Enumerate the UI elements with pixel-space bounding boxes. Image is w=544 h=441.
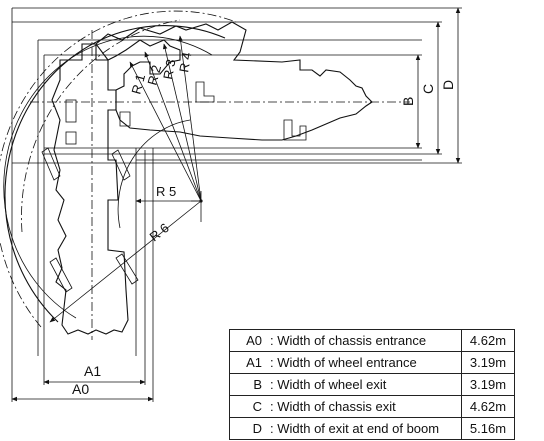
row-description: : Width of exit at end of boom xyxy=(264,417,462,440)
row-code: A1 xyxy=(229,351,264,374)
label-c: C xyxy=(420,84,436,94)
dimension-lines xyxy=(11,7,461,402)
label-r1: R 1 xyxy=(128,72,148,95)
row-value: 3.19m xyxy=(461,351,515,374)
table-row: D : Width of exit at end of boom 5.16m xyxy=(229,417,515,440)
row-value: 4.62m xyxy=(461,395,515,418)
row-value: 5.16m xyxy=(461,417,515,440)
dimension-table: A0 : Width of chassis entrance 4.62m A1 … xyxy=(229,329,515,440)
label-a1: A1 xyxy=(84,363,101,379)
label-a0: A0 xyxy=(72,381,89,397)
corridor-guide-lines xyxy=(11,7,462,402)
row-description: : Width of chassis exit xyxy=(264,395,462,418)
label-r5: R 5 xyxy=(156,184,176,199)
row-code: C xyxy=(229,395,264,418)
row-code: B xyxy=(229,373,264,396)
crane-chassis-entrance xyxy=(41,43,139,335)
row-description: : Width of wheel exit xyxy=(264,373,462,396)
row-description: : Width of wheel entrance xyxy=(264,351,462,374)
label-r3: R 3 xyxy=(160,58,178,81)
row-value: 3.19m xyxy=(461,373,515,396)
table-row: C : Width of chassis exit 4.62m xyxy=(229,395,515,418)
row-description: : Width of chassis entrance xyxy=(264,329,462,352)
label-d: D xyxy=(440,80,456,90)
pivot-point xyxy=(199,199,203,203)
table-row: B : Width of wheel exit 3.19m xyxy=(229,373,515,396)
label-r4: R 4 xyxy=(176,51,194,74)
radius-lines xyxy=(49,35,203,323)
dimension-labels: A1 A0 B C D xyxy=(72,80,456,397)
table-row: A0 : Width of chassis entrance 4.62m xyxy=(229,329,515,352)
table-row: A1 : Width of wheel entrance 3.19m xyxy=(229,351,515,374)
label-r6: R 6 xyxy=(147,220,172,244)
label-b: B xyxy=(400,97,416,106)
crane-boom-exit xyxy=(95,21,373,141)
turning-arcs xyxy=(0,10,237,328)
row-code: A0 xyxy=(229,329,264,352)
row-value: 4.62m xyxy=(461,329,515,352)
label-r2: R 2 xyxy=(144,63,164,86)
center-lines xyxy=(30,30,410,340)
row-code: D xyxy=(229,417,264,440)
